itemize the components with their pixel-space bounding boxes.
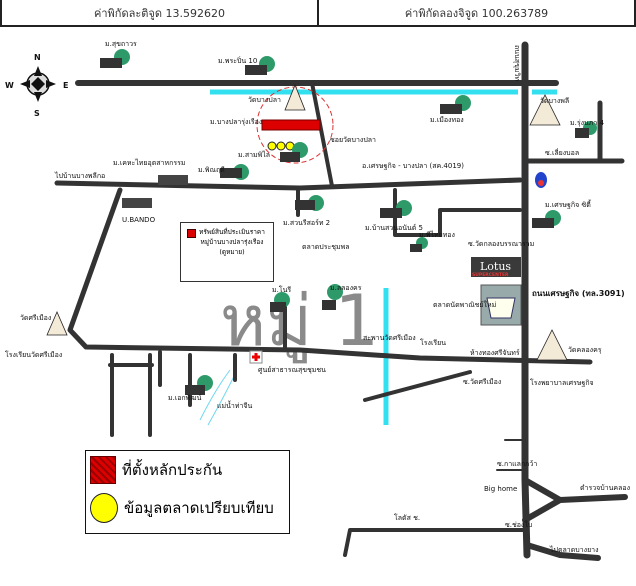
compass-w: W <box>5 81 14 90</box>
map-legend: ที่ตั้งหลักประกัน ข้อมูลตลาดเปรียบเทียบ <box>85 450 290 534</box>
label: โรงเรียนวัดศรีเมือง <box>5 350 62 359</box>
comparable-circle-icon <box>90 493 118 523</box>
village-icons <box>100 49 597 395</box>
label: ซ.วัดกลองบรรณาราม <box>468 240 534 248</box>
label: ม.บางปลารุ่งเรือง <box>210 118 262 126</box>
comparable-markers[interactable] <box>267 141 295 151</box>
lotus-text: Lotus <box>480 260 511 273</box>
temple-icons <box>46 83 568 361</box>
label: ไปตลาดบางยาง <box>549 545 599 554</box>
label: ตลาดนัดพาณิชย์ใหม่ <box>433 300 496 309</box>
label: สะพานวัดศรีเมือง <box>363 334 416 342</box>
note-line: (ดูหมาย) <box>219 248 245 256</box>
legend-comparable: ข้อมูลตลาดเปรียบเทียบ <box>86 489 289 527</box>
legend-comparable-label: ข้อมูลตลาดเปรียบเทียบ <box>124 499 274 517</box>
label: โลตัส ช. <box>394 513 420 522</box>
collateral-marker[interactable] <box>261 119 321 131</box>
label: ม.บ้านสวนอนันต์ 5 <box>365 224 423 232</box>
label: แม่น้ำท่าจีน <box>217 399 252 410</box>
compass-rose: N S W E <box>5 53 68 118</box>
compass-s: S <box>34 109 40 118</box>
factory-icons <box>122 175 188 208</box>
lotus-subtext: SUPERCENTER <box>472 272 509 278</box>
label: ซ.ช่องใบ <box>505 520 532 529</box>
collateral-swatch-icon <box>90 456 116 484</box>
road-network <box>54 41 628 561</box>
label: ซอยวัดบางปลา <box>330 136 376 144</box>
label: ตำรวจบ้านคลอง <box>580 484 630 492</box>
label: ม.พระปิ่น 10 <box>218 56 257 65</box>
note-line: ทรัพย์สินที่ประเมินราคา <box>199 228 265 236</box>
label: วัดศรีเมือง <box>20 314 51 322</box>
label: Big home <box>484 485 517 493</box>
lotus-logo: Lotus SUPERCENTER <box>471 257 521 278</box>
label: โรงเรียน <box>420 338 446 347</box>
label: ตลาดประชุมพล <box>302 243 350 251</box>
longitude-cell: ค่าพิกัดลองจิจูด 100.263789 <box>317 0 636 25</box>
label: U.BANDO <box>122 216 156 224</box>
label: ซ.วัดศรีเมือง <box>463 378 501 386</box>
label: อ.เศรษฐกิจ - บางปลา (สค.4019) <box>362 162 464 170</box>
label: ม.สวนรีสอร์ท 2 <box>283 219 330 227</box>
label: ห้างทองศรีจันทร์ <box>470 349 520 357</box>
label: ม.พิณฤดี <box>198 166 225 174</box>
gas-station-icons <box>535 172 547 188</box>
label: โรงพยาบาลเศรษฐกิจ <box>530 378 594 387</box>
label: ม.เอกพัฒน์ <box>168 394 202 402</box>
label: ม.เมืองทอง <box>430 116 464 124</box>
label: ถนนสุขุมวิท <box>513 45 521 81</box>
label: ไปบ้านบางพลีกอ <box>54 171 105 180</box>
label: ซ.เลี่ยงบอล <box>545 148 579 157</box>
latitude-cell: ค่าพิกัดละติจูด 13.592620 <box>0 0 317 25</box>
legend-collateral: ที่ตั้งหลักประกัน <box>86 451 289 489</box>
compass-e: E <box>63 81 68 90</box>
label: ซ.กาแลกกว้า <box>497 460 537 468</box>
label: ม.สุขถาวร <box>105 40 137 48</box>
legend-collateral-label: ที่ตั้งหลักประกัน <box>122 461 223 479</box>
label: ม.สามพิไล <box>238 150 270 159</box>
place-labels: ม.สุขถาวร ม.พระปิ่น 10 วัดบางปลา ม.บางปล… <box>5 40 630 554</box>
label: วัดบางพลี <box>540 97 569 105</box>
label: ถนนเศรษฐกิจ (ทล.3091) <box>532 289 625 299</box>
subject-property-note: ทรัพย์สินที่ประเมินราคา หมู่บ้านบางปลารุ… <box>180 222 274 282</box>
label: ม.เศรษฐกิจ ซิตี้ <box>545 198 592 209</box>
coordinate-header: ค่าพิกัดละติจูด 13.592620 ค่าพิกัดลองจิจ… <box>0 0 636 27</box>
note-line: หมู่บ้านบางปลารุ่งเรือง <box>200 238 264 246</box>
label: ม.ลลองคร <box>330 284 362 292</box>
label: วัดบางปลา <box>248 96 281 104</box>
label: วัดคลองครุ <box>568 346 602 354</box>
hospital-icon <box>249 350 263 364</box>
label: ม.โนรี <box>272 285 291 294</box>
red-square-icon <box>187 229 196 238</box>
label: ม.พีไทยทอง <box>419 230 455 239</box>
label: ม.รุ่งนภา 4 <box>570 119 605 127</box>
label: ศูนย์สาธารณสุขชุมชน <box>258 366 326 374</box>
compass-n: N <box>34 53 41 62</box>
label: ม.เคหะไทยอุตสาหกรรม <box>113 158 185 167</box>
